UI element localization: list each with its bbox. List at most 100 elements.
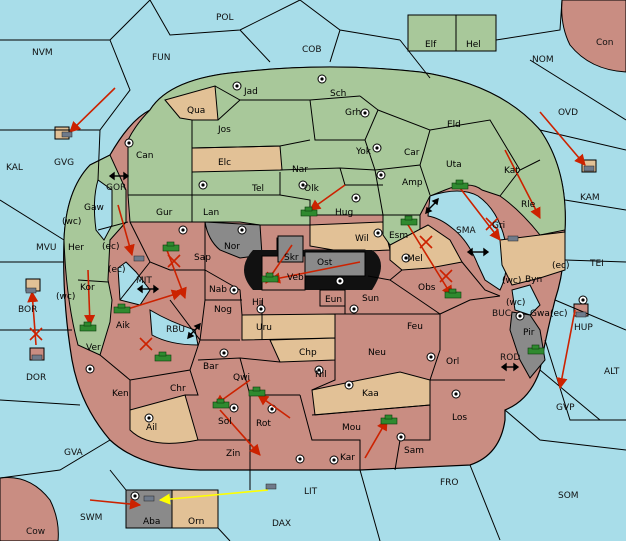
fleet-unit[interactable] — [61, 131, 73, 138]
province-hel[interactable] — [455, 14, 497, 52]
coast-label: (wc) — [62, 217, 81, 227]
fleet-unit[interactable] — [25, 287, 37, 294]
label-gri: Gri — [492, 221, 505, 231]
order-arrow — [219, 409, 261, 456]
label-her: Her — [68, 243, 84, 253]
label-orl: Orl — [446, 357, 459, 367]
province-ost-2[interactable] — [304, 251, 366, 277]
province-pir[interactable] — [509, 311, 546, 379]
label-alt: ALT — [604, 367, 620, 377]
label-byn: Byn — [525, 275, 542, 285]
province-qua[interactable] — [164, 85, 219, 121]
label-amp: Amp — [402, 178, 423, 188]
failed-x-mark — [439, 269, 453, 283]
province-elf[interactable] — [407, 14, 457, 52]
supply-center — [198, 180, 208, 190]
order-arrow — [257, 394, 291, 419]
supply-center — [351, 193, 361, 203]
label-rbu: RBU — [166, 325, 185, 335]
fleet-unit[interactable] — [143, 495, 155, 502]
fleet-unit[interactable] — [583, 165, 595, 172]
army-unit[interactable] — [248, 386, 266, 397]
strait-arrow — [425, 197, 439, 215]
label-con: Con — [596, 38, 614, 48]
order-arrow — [164, 244, 187, 300]
army-unit[interactable] — [261, 272, 279, 283]
army-unit[interactable] — [400, 215, 418, 226]
label-qua: Qua — [187, 106, 205, 116]
supply-center — [372, 143, 382, 153]
label-cob: COB — [302, 45, 322, 55]
label-kat: Kat — [504, 166, 519, 176]
army-unit[interactable] — [79, 321, 97, 332]
army-unit[interactable] — [300, 206, 318, 217]
label-pir: Pir — [523, 328, 535, 338]
fleet-unit[interactable] — [507, 235, 519, 242]
label-rot: Rot — [256, 419, 271, 429]
army-unit[interactable] — [212, 398, 230, 409]
supply-center — [256, 304, 266, 314]
army-unit[interactable] — [162, 241, 180, 252]
label-kar: Kar — [340, 453, 355, 463]
army-unit[interactable] — [444, 288, 462, 299]
province-con[interactable] — [561, 0, 626, 73]
supply-center — [329, 455, 339, 465]
label-ver: Ver — [86, 343, 101, 353]
army-unit[interactable] — [380, 414, 398, 425]
label-zin: Zin — [226, 449, 240, 459]
convoy-arrow — [158, 489, 269, 505]
label-skr: Skr — [284, 253, 299, 263]
failed-x-mark — [139, 337, 153, 351]
label-kaa: Kaa — [362, 389, 379, 399]
fleet-unit[interactable] — [133, 255, 145, 262]
province-elc[interactable] — [191, 145, 283, 173]
label-uta: Uta — [446, 160, 462, 170]
province-ail[interactable] — [129, 394, 199, 444]
label-aba: Aba — [143, 517, 160, 527]
fleet-unit[interactable] — [575, 311, 587, 318]
label-ken: Ken — [112, 389, 129, 399]
label-som: SOM — [558, 491, 579, 501]
supply-center — [360, 108, 370, 118]
province-cow[interactable] — [0, 476, 59, 541]
region-green — [127, 66, 566, 236]
fleet-unit[interactable] — [265, 483, 277, 490]
label-aik: Aik — [116, 321, 131, 331]
label-orn: Orn — [188, 517, 204, 527]
coast-label: (ec) — [102, 242, 120, 252]
label-mit: MIT — [136, 276, 152, 286]
supply-center — [85, 364, 95, 374]
label-kam: KAM — [580, 193, 600, 203]
label-nom: NOM — [532, 55, 554, 65]
order-arrow — [539, 111, 586, 166]
order-arrow — [69, 87, 116, 133]
label-gvg: GVG — [54, 158, 74, 168]
label-chp: Chp — [299, 348, 317, 358]
supply-center — [295, 454, 305, 464]
army-unit[interactable] — [154, 351, 172, 362]
coast-label: (wc) — [502, 276, 521, 286]
army-unit[interactable] — [527, 344, 545, 355]
province-byn[interactable] — [499, 231, 566, 286]
label-mel: Mel — [407, 254, 423, 264]
order-arrow — [309, 184, 346, 211]
label-wil: Wil — [355, 234, 369, 244]
order-arrow — [117, 204, 135, 257]
army-unit[interactable] — [451, 179, 469, 190]
label-sol: Sol — [218, 417, 232, 427]
supply-center — [401, 253, 411, 263]
supply-center — [130, 491, 140, 501]
army-unit[interactable] — [113, 303, 131, 314]
label-dax: DAX — [272, 519, 291, 529]
supply-centers — [85, 74, 588, 501]
label-nil: Nil — [315, 370, 327, 380]
fleet-unit[interactable] — [31, 354, 43, 361]
supply-center — [219, 348, 229, 358]
label-mou: Mou — [342, 423, 361, 433]
supply-center — [515, 311, 525, 321]
label-can: Can — [136, 151, 154, 161]
label-ovd: OVD — [558, 108, 578, 118]
order-arrows — [27, 87, 586, 510]
label-gur: Gur — [156, 208, 173, 218]
